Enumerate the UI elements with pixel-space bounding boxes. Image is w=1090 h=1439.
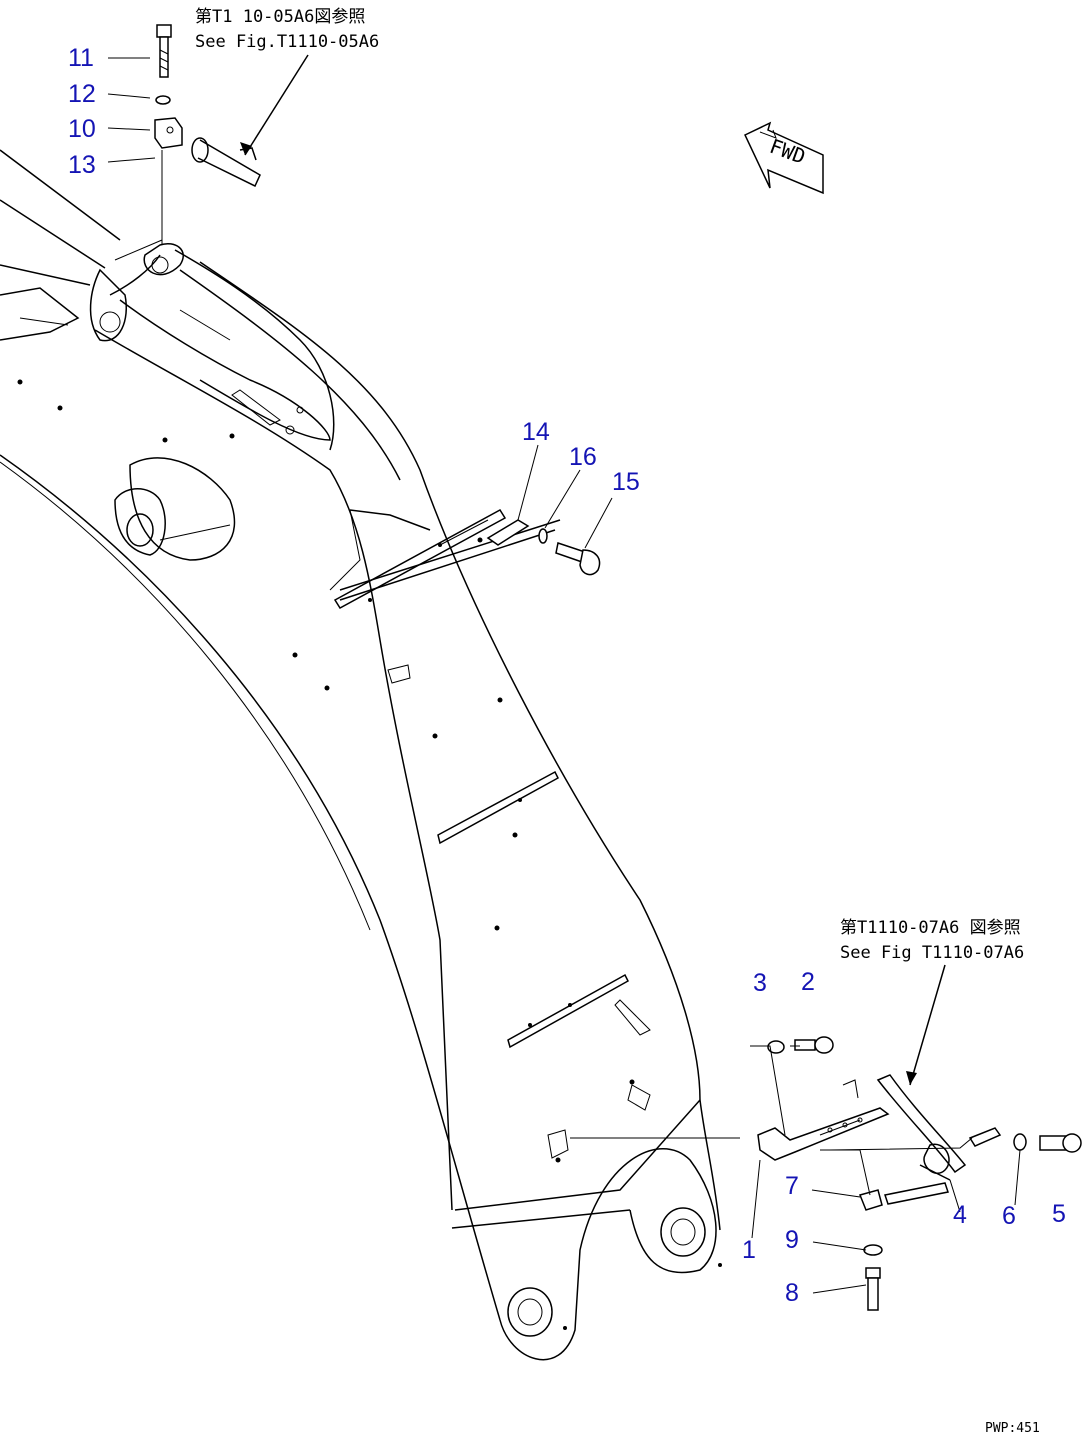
callout-4: 4 xyxy=(953,1201,967,1229)
boom-foot-bracket xyxy=(89,243,335,451)
pipe-fitting-top xyxy=(191,137,261,188)
lower-pin-bosses xyxy=(507,1207,706,1337)
washer-3 xyxy=(767,1040,785,1054)
ref-top-jp: 第T1 10-05A6図参照 xyxy=(195,7,365,27)
bolt-2 xyxy=(794,1036,834,1054)
fwd-direction-arrow: FWD xyxy=(744,121,824,195)
callout-16: 16 xyxy=(569,443,597,471)
bolt-5 xyxy=(1039,1133,1082,1153)
callout-10: 10 xyxy=(68,115,96,143)
leader-lines xyxy=(107,54,1021,1294)
callout-15: 15 xyxy=(612,468,640,496)
boom-holes xyxy=(17,379,722,1330)
side-boss xyxy=(114,457,236,561)
callout-9: 9 xyxy=(785,1226,799,1254)
callout-13: 13 xyxy=(68,151,96,179)
pipe-lower xyxy=(876,1074,967,1205)
bracket-1 xyxy=(757,1079,890,1161)
washer-12 xyxy=(155,95,171,105)
bolt-8 xyxy=(865,1267,881,1311)
washer-6 xyxy=(1013,1133,1027,1151)
callout-8: 8 xyxy=(785,1279,799,1307)
callout-3: 3 xyxy=(753,969,767,997)
ref-bottom-jp: 第T1110-07A6 図参照 xyxy=(840,918,1021,938)
callout-2: 2 xyxy=(801,968,815,996)
callout-1: 1 xyxy=(742,1236,756,1264)
fwd-label: FWD xyxy=(767,134,809,169)
callout-12: 12 xyxy=(68,80,96,108)
ref-top-en: See Fig.T1110-05A6 xyxy=(195,32,379,52)
callout-5: 5 xyxy=(1052,1200,1066,1228)
callout-6: 6 xyxy=(1002,1202,1016,1230)
washer-16 xyxy=(538,528,548,544)
washer-9 xyxy=(863,1244,883,1256)
boom-outline xyxy=(0,149,721,1361)
bolt-15 xyxy=(555,542,601,576)
callout-7: 7 xyxy=(785,1172,799,1200)
arrowheads xyxy=(240,142,917,1085)
drawing-code: PWP:451 xyxy=(985,1421,1040,1436)
bolt-11 xyxy=(156,24,172,78)
callout-11: 11 xyxy=(68,44,94,72)
callouts: 11 12 10 13 14 16 15 3 2 7 4 6 5 1 9 8 xyxy=(68,44,1066,1307)
callout-14: 14 xyxy=(522,418,550,446)
hose-clamp-4 xyxy=(923,1127,1002,1175)
ref-bottom-en: See Fig T1110-07A6 xyxy=(840,943,1024,963)
clamp-7 xyxy=(858,1189,883,1211)
clamp-14 xyxy=(486,519,530,546)
clamp-10 xyxy=(154,117,183,149)
